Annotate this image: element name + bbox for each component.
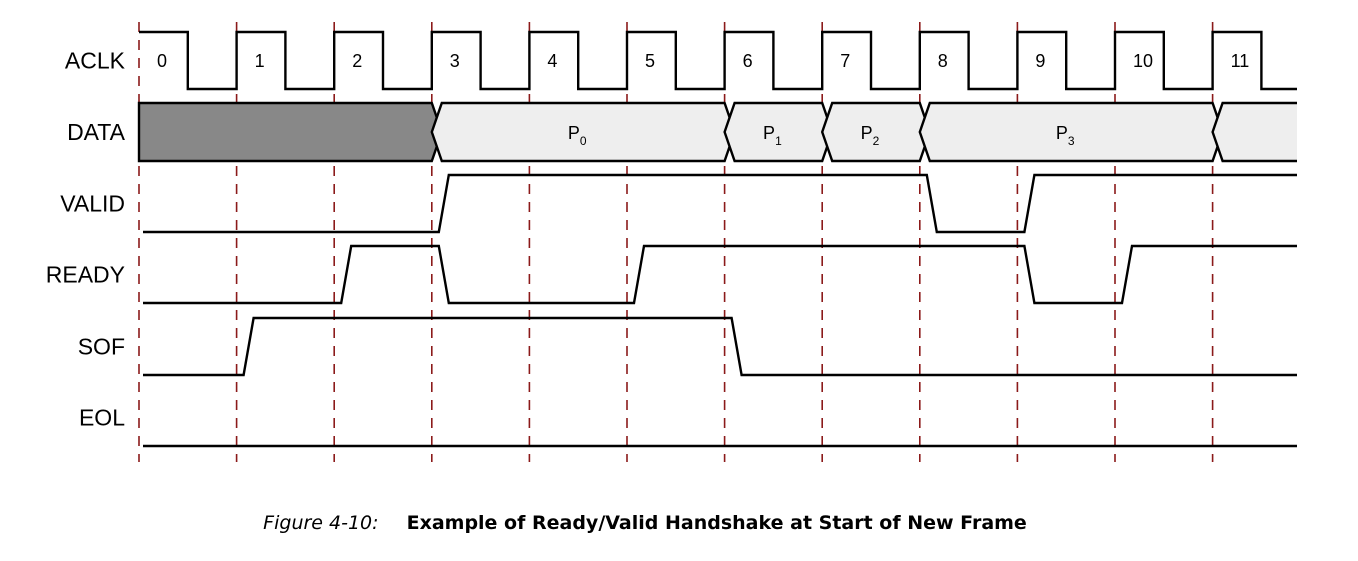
signal-label-data: DATA (67, 119, 126, 145)
clock-cycle-number: 9 (1035, 51, 1045, 71)
clock-cycle-number: 8 (938, 51, 948, 71)
figure-caption: Figure 4-10: Example of Ready/Valid Hand… (0, 512, 1290, 534)
packet-subscript: 0 (580, 134, 587, 148)
signal-label-aclk: ACLK (65, 48, 126, 74)
clock-cycle-number: 1 (255, 51, 265, 71)
data-packet-label: P1 (763, 123, 782, 148)
waveform-valid (143, 173, 1297, 234)
clock-cycle-number: 3 (450, 51, 460, 71)
figure-title: Example of Ready/Valid Handshake at Star… (406, 512, 1027, 534)
data-packet-label: P3 (1056, 123, 1075, 148)
figure-number: Figure 4-10: (263, 512, 379, 534)
clock-cycle-number: 7 (840, 51, 850, 71)
data-packet (918, 101, 1224, 163)
data-packet (1211, 101, 1297, 163)
packet-subscript: 1 (775, 134, 782, 148)
clock-cycle-number: 5 (645, 51, 655, 71)
signal-label-sof: SOF (78, 334, 125, 360)
data-packet (430, 101, 736, 163)
waveform-sof (143, 316, 1297, 377)
clock-cycle-number: 0 (157, 51, 167, 71)
packet-name: P (861, 123, 873, 143)
data-packet-label: P0 (568, 123, 587, 148)
data-packet (723, 101, 834, 163)
clock-cycle-number: 10 (1133, 51, 1153, 71)
clock-cycle-number: 11 (1231, 51, 1250, 71)
data-packet-label: P2 (861, 123, 880, 148)
packet-name: P (763, 123, 775, 143)
clock-cycle-number: 4 (547, 51, 557, 71)
signal-label-eol: EOL (79, 405, 125, 431)
clock-cycle-number: 6 (743, 51, 753, 71)
data-packet (820, 101, 932, 163)
data-packet-fill (1212, 103, 1297, 161)
packet-subscript: 3 (1068, 134, 1075, 148)
data-undefined-region (137, 101, 444, 163)
packet-subscript: 2 (873, 134, 880, 148)
signal-label-ready: READY (46, 262, 125, 288)
waveform-ready (143, 244, 1297, 305)
packet-name: P (1056, 123, 1068, 143)
packet-name: P (568, 123, 580, 143)
clock-waveform (139, 30, 1297, 91)
clock-cycle-number: 2 (352, 51, 362, 71)
signal-label-valid: VALID (60, 191, 125, 217)
